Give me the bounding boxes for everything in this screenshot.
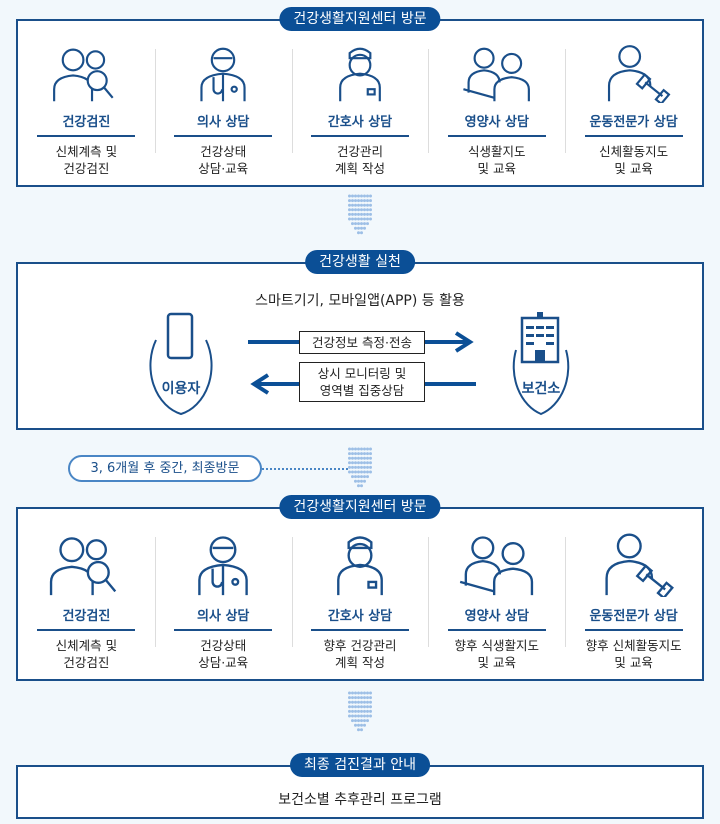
- second-visit-title: 건강생활지원센터 방문: [279, 495, 441, 519]
- service-column: 건강검진 신체계측 및 건강검진: [18, 41, 155, 177]
- nurse-icon: [337, 536, 383, 597]
- service-desc: 건강관리 계획 작성: [335, 144, 385, 176]
- service-desc: 향후 식생활지도 및 교육: [454, 638, 540, 670]
- to-user-label: 상시 모니터링 및 영역별 집중상담: [299, 362, 425, 402]
- final-title: 최종 검진결과 안내: [290, 753, 430, 777]
- first-visit-box: 건강생활지원센터 방문 건강검진 신체계측 및 건강검진 의사 상담 건강상태 …: [16, 7, 704, 187]
- service-desc: 향후 건강관리 계획 작성: [323, 638, 397, 670]
- to-center-label: 건강정보 측정·전송: [299, 331, 425, 354]
- trainer-icon: [607, 45, 670, 103]
- practice-title: 건강생활 실천: [305, 250, 415, 274]
- service-column: 건강검진 신체계측 및 건강검진: [18, 529, 155, 671]
- user-label: 이용자: [161, 381, 201, 397]
- service-desc: 신체계측 및 건강검진: [55, 144, 118, 176]
- service-column: 간호사 상담 건강관리 계획 작성: [291, 41, 429, 177]
- service-title: 간호사 상담: [310, 605, 409, 631]
- service-desc: 건강상태 상담·교육: [198, 638, 249, 670]
- service-column: 의사 상담 건강상태 상담·교육: [154, 41, 292, 177]
- service-title: 영양사 상담: [447, 605, 546, 631]
- practice-subtitle: 스마트기기, 모바일앱(APP) 등 활용: [255, 293, 465, 309]
- service-column: 영양사 상담 향후 식생활지도 및 교육: [428, 529, 565, 671]
- center-label: 보건소: [521, 381, 561, 397]
- second-visit-box: 건강생활지원센터 방문 건강검진 신체계측 및 건강검진 의사 상담 건강상태 …: [16, 495, 704, 681]
- service-column: 운동전문가 상담 신체활동지도 및 교육: [565, 41, 702, 177]
- service-column: 영양사 상담 식생활지도 및 교육: [428, 41, 565, 177]
- service-title: 운동전문가 상담: [584, 111, 683, 137]
- service-column: 의사 상담 건강상태 상담·교육: [154, 529, 292, 671]
- note-connector: [262, 468, 348, 470]
- service-title: 의사 상담: [174, 111, 273, 137]
- dietitian-icon: [462, 47, 530, 103]
- service-title: 영양사 상담: [447, 111, 546, 137]
- service-title: 운동전문가 상담: [584, 605, 683, 631]
- down-arrow-icon: [348, 194, 372, 235]
- phone-user-icon: [149, 312, 213, 416]
- service-title: 간호사 상담: [310, 111, 409, 137]
- trainer-icon: [605, 533, 674, 597]
- service-desc: 신체계측 및 건강검진: [55, 638, 118, 670]
- final-box: 최종 검진결과 안내 보건소별 추후관리 프로그램: [16, 753, 704, 819]
- service-desc: 건강상태 상담·교육: [198, 144, 249, 176]
- nurse-icon: [339, 47, 381, 103]
- service-desc: 식생활지도 및 교육: [468, 144, 526, 176]
- dietitian-icon: [458, 536, 533, 597]
- health-center-icon: [512, 312, 570, 416]
- doctor-icon: [198, 536, 248, 597]
- service-desc: 향후 신체활동지도 및 교육: [585, 638, 682, 670]
- down-arrow-icon: [348, 447, 372, 488]
- service-title: 건강검진: [37, 111, 136, 137]
- checkup-icon: [53, 48, 115, 103]
- service-title: 건강검진: [37, 605, 136, 631]
- down-arrow-icon: [348, 691, 372, 732]
- service-desc: 신체활동지도 및 교육: [599, 144, 669, 176]
- service-title: 의사 상담: [174, 605, 273, 631]
- doctor-icon: [200, 47, 246, 103]
- final-desc: 보건소별 추후관리 프로그램: [278, 792, 442, 808]
- first-visit-title: 건강생활지원센터 방문: [279, 7, 441, 31]
- followup-note: 3, 6개월 후 중간, 최종방문: [68, 455, 262, 482]
- checkup-icon: [50, 537, 117, 597]
- service-column: 간호사 상담 향후 건강관리 계획 작성: [291, 529, 429, 671]
- service-column: 운동전문가 상담 향후 신체활동지도 및 교육: [565, 529, 702, 671]
- practice-box: 건강생활 실천 스마트기기, 모바일앱(APP) 등 활용 이용자 보건소 건강…: [16, 250, 704, 430]
